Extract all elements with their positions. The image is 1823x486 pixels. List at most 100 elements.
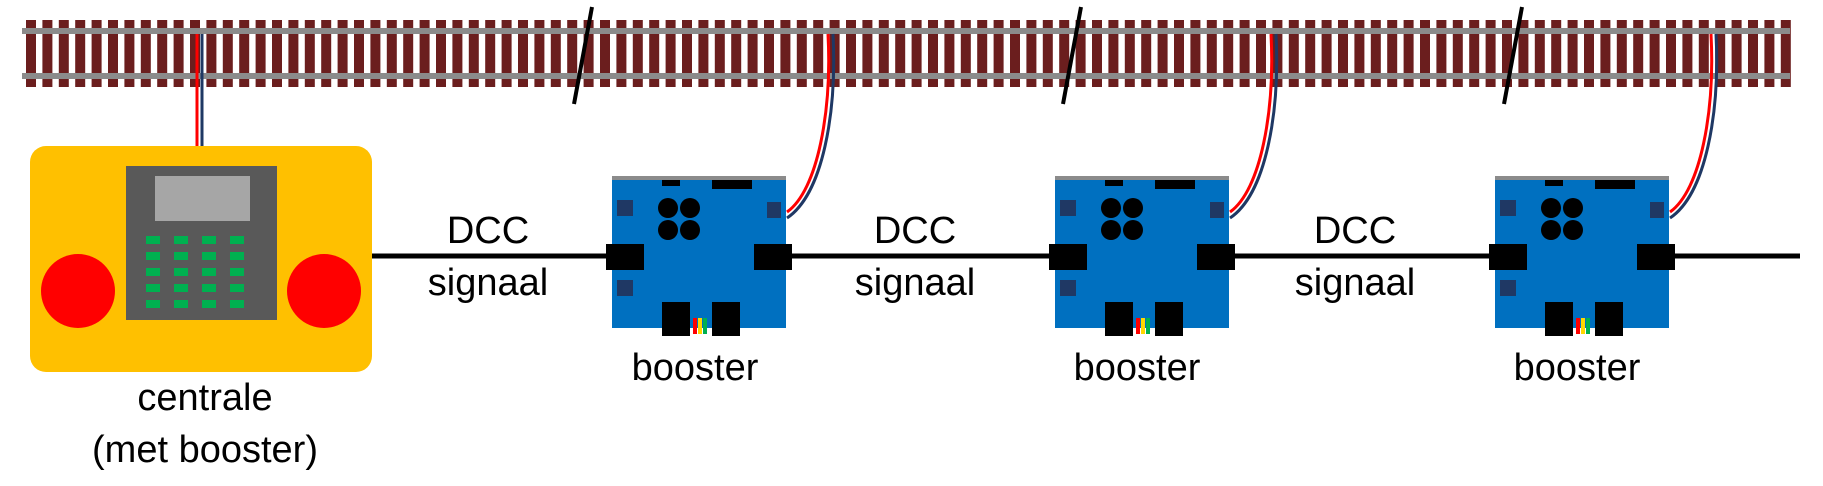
sleeper — [354, 20, 364, 87]
booster-top-edge — [1055, 176, 1229, 180]
booster-pad — [1060, 200, 1076, 216]
signaal-label-1: signaal — [428, 262, 548, 304]
keypad-key — [174, 236, 188, 244]
booster-top-edge — [1495, 176, 1669, 180]
keypad-key — [146, 268, 160, 276]
keypad-key — [230, 268, 244, 276]
sleeper — [1141, 20, 1152, 87]
booster-pad — [1500, 200, 1516, 216]
boosters — [606, 33, 1719, 336]
sleeper — [764, 20, 774, 87]
booster-pad — [1500, 280, 1516, 296]
sleeper — [1485, 20, 1496, 87]
sleeper — [796, 20, 807, 87]
booster-hole — [1101, 198, 1121, 218]
sleeper — [813, 20, 824, 87]
dcc-label-3: DCC — [1314, 210, 1396, 252]
booster-led-red — [1136, 318, 1140, 334]
sleeper — [403, 20, 414, 87]
booster-2 — [1049, 33, 1279, 336]
sleeper — [895, 20, 906, 87]
keypad-key — [230, 300, 244, 308]
sleeper — [206, 20, 217, 87]
sleeper — [1616, 20, 1627, 87]
booster-hole — [658, 198, 678, 218]
dcc-label-2: DCC — [874, 210, 956, 252]
booster-connector-bottom — [1105, 302, 1133, 336]
rail-bottom — [22, 73, 1790, 79]
booster-hole — [658, 220, 678, 240]
booster-connector-bottom — [1155, 302, 1183, 336]
booster-led-yellow — [1141, 318, 1145, 334]
sleeper — [222, 20, 233, 87]
booster-led-red — [693, 318, 697, 334]
booster-chip — [662, 180, 680, 186]
sleeper — [993, 20, 1004, 87]
booster-connector-left — [606, 244, 644, 270]
sleeper — [1502, 20, 1512, 87]
sleeper — [26, 20, 36, 87]
keypad-key — [202, 300, 216, 308]
rail-top — [22, 28, 1790, 34]
sleeper — [1288, 20, 1299, 87]
sleeper — [124, 20, 135, 87]
centrale-label-line1: centrale — [137, 377, 272, 419]
sleeper — [485, 20, 496, 87]
sleeper — [1551, 20, 1562, 87]
sleeper — [304, 20, 315, 87]
sleeper — [1174, 20, 1184, 87]
sleeper — [1206, 20, 1217, 87]
keypad-key — [202, 268, 216, 276]
sleeper — [1075, 20, 1086, 87]
booster-hole — [1541, 220, 1561, 240]
sleeper — [272, 20, 282, 87]
sleeper — [747, 20, 758, 87]
signaal-label-3: signaal — [1295, 262, 1415, 304]
booster-hole — [1541, 198, 1561, 218]
sleeper — [1042, 20, 1053, 87]
labels: centrale (met booster) DCC signaal DCC s… — [92, 210, 1641, 471]
sleeper — [1469, 20, 1480, 87]
centrale-wires — [195, 34, 204, 147]
sleeper — [632, 20, 643, 87]
booster-connector-left — [1049, 244, 1087, 270]
sleeper — [1223, 20, 1234, 87]
sleeper — [1354, 20, 1365, 87]
sleeper — [616, 20, 627, 87]
booster-hole — [1123, 198, 1143, 218]
sleeper — [1698, 20, 1709, 87]
sleeper — [1748, 20, 1758, 87]
sleeper — [436, 20, 446, 87]
sleeper — [1256, 20, 1266, 87]
sleeper — [1420, 20, 1430, 87]
sleeper — [1452, 20, 1463, 87]
booster-connector-bottom — [1545, 302, 1573, 336]
sleeper — [731, 20, 742, 87]
sleeper — [157, 20, 168, 87]
sleeper — [1731, 20, 1742, 87]
sleeper — [862, 20, 873, 87]
sleeper — [1567, 20, 1578, 87]
sleeper — [468, 20, 479, 87]
booster-1 — [606, 33, 836, 336]
sleeper — [1403, 20, 1414, 87]
sleeper — [173, 20, 184, 87]
centrale-knob-right — [287, 254, 361, 328]
track-sleepers — [26, 20, 1791, 87]
centrale-label-line2: (met booster) — [92, 429, 318, 471]
booster-hole — [680, 220, 700, 240]
rail-gap-1 — [572, 6, 594, 105]
booster-chip — [1155, 180, 1195, 189]
booster-pad — [1650, 202, 1664, 218]
keypad-key — [202, 236, 216, 244]
sleeper — [698, 20, 709, 87]
signaal-label-2: signaal — [855, 262, 975, 304]
centrale-knob-left — [41, 254, 115, 328]
sleeper — [58, 20, 69, 87]
sleeper — [1321, 20, 1332, 87]
sleeper — [1682, 20, 1693, 87]
keypad-key — [146, 300, 160, 308]
sleeper — [665, 20, 676, 87]
sleeper — [239, 20, 250, 87]
sleeper — [1026, 20, 1037, 87]
